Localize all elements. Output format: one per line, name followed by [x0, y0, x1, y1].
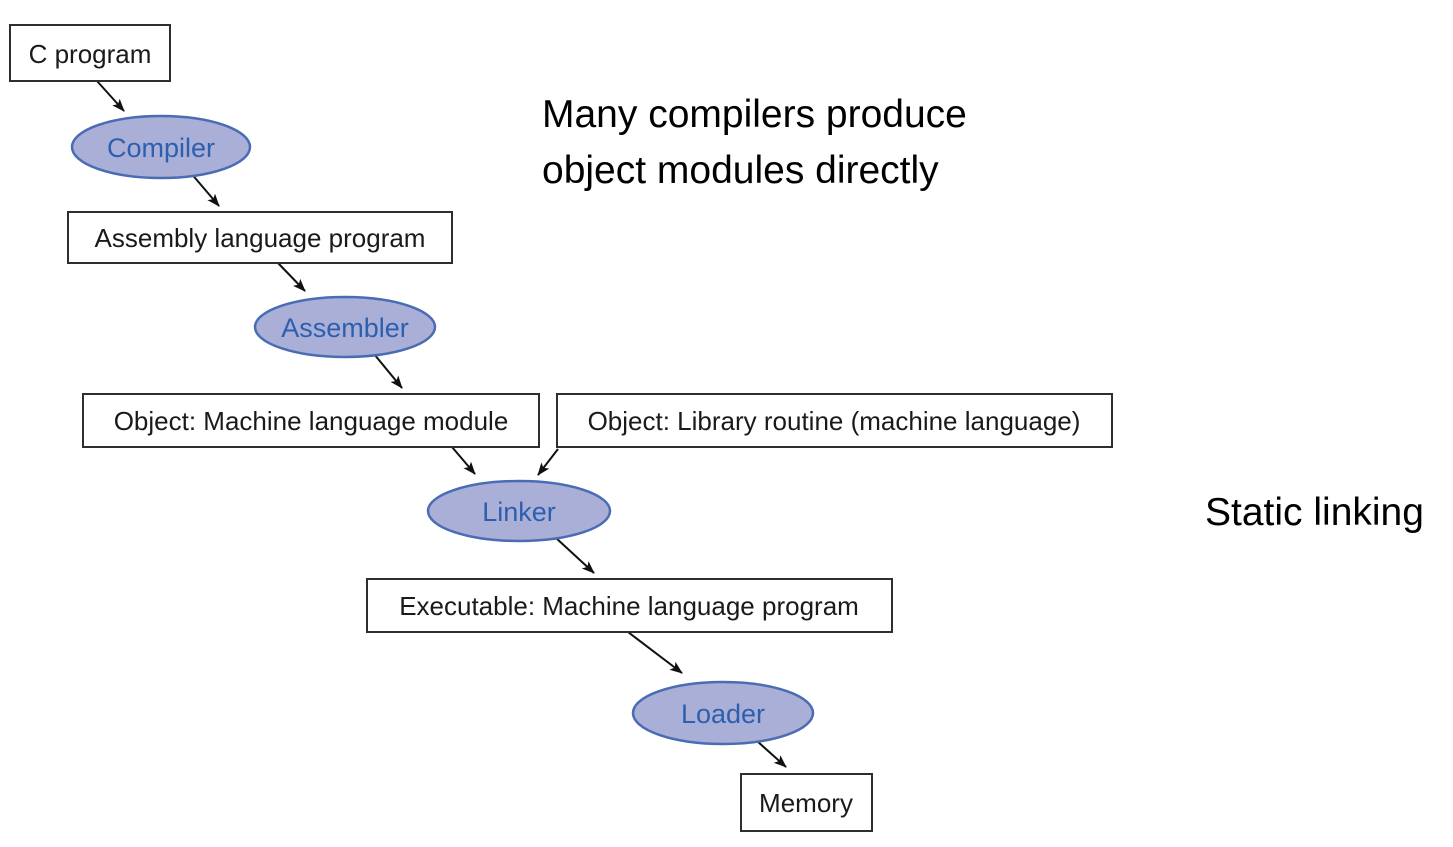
c-program-label: C program	[29, 39, 152, 69]
loader-ellipse-shape	[631, 680, 815, 746]
compiler-ellipse: Compiler	[70, 114, 252, 180]
memory-box-rect	[740, 773, 873, 832]
arrow-assembler-to-object-module	[373, 353, 403, 389]
linker-label: Linker	[482, 497, 556, 527]
compiler-label: Compiler	[107, 133, 215, 163]
box-nodes-group: C program Assembly language program Obje…	[9, 24, 1113, 832]
linker-ellipse-shape	[426, 479, 612, 543]
library-routine-label: Object: Library routine (machine languag…	[588, 406, 1081, 436]
library-routine-box: Object: Library routine (machine languag…	[556, 393, 1113, 448]
memory-box: Memory	[740, 773, 873, 832]
loader-label: Loader	[681, 699, 765, 729]
annotations-group: Many compilers produce object modules di…	[542, 93, 1424, 534]
c-program-box: C program	[9, 24, 171, 82]
assembly-program-label: Assembly language program	[95, 223, 426, 253]
arrow-executable-to-loader	[627, 631, 683, 674]
executable-box: Executable: Machine language program	[366, 578, 893, 633]
loader-ellipse: Loader	[631, 680, 815, 746]
object-module-box-rect	[82, 393, 540, 448]
static-linking-label: Static linking	[1205, 491, 1424, 534]
arrow-library-routine-to-linker	[537, 448, 559, 476]
arrow-assembly-to-assembler	[277, 262, 306, 292]
arrow-linker-to-executable	[555, 537, 595, 574]
arrow-compiler-to-assembly	[189, 171, 220, 207]
arrow-c-program-to-compiler	[96, 80, 125, 112]
edges-group	[96, 80, 787, 768]
c-program-box-rect	[9, 24, 171, 82]
assembly-program-box: Assembly language program	[67, 211, 453, 264]
assembly-program-box-rect	[67, 211, 453, 264]
library-routine-box-rect	[556, 393, 1113, 448]
assembler-ellipse-shape	[253, 295, 437, 359]
ellipse-nodes-group: Compiler Assembler Linker Loader	[70, 114, 815, 746]
executable-label: Executable: Machine language program	[399, 591, 859, 621]
compilers-note-line1: Many compilers produce	[542, 93, 967, 136]
executable-box-rect	[366, 578, 893, 633]
object-module-box: Object: Machine language module	[82, 393, 540, 448]
arrow-loader-to-memory	[756, 740, 787, 768]
assembler-ellipse: Assembler	[253, 295, 437, 359]
assembler-label: Assembler	[281, 313, 409, 343]
memory-label: Memory	[759, 788, 853, 818]
object-module-label: Object: Machine language module	[114, 406, 509, 436]
arrow-object-module-to-linker	[451, 446, 476, 475]
compiler-ellipse-shape	[70, 114, 252, 180]
compilers-note-line2: object modules directly	[542, 149, 939, 192]
linker-ellipse: Linker	[426, 479, 612, 543]
